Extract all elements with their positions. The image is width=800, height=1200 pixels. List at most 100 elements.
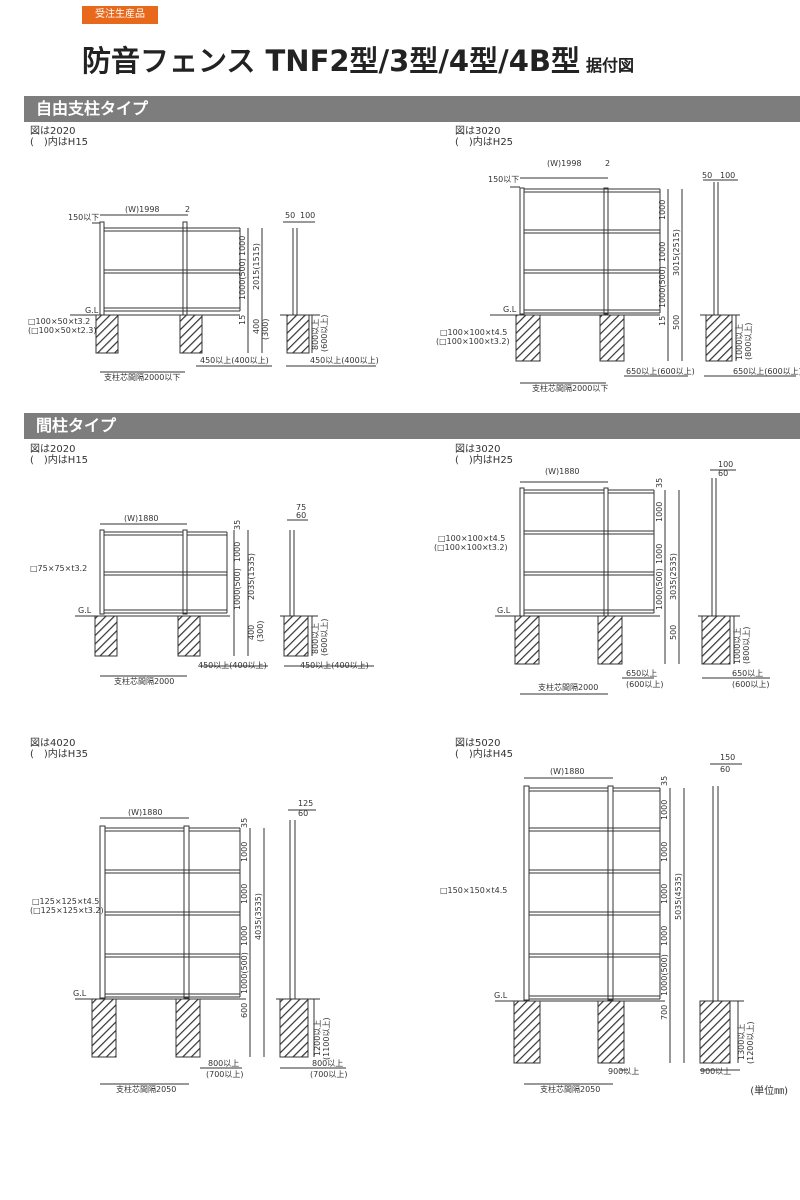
d4-side-top-1: 60: [718, 469, 728, 478]
d4-side-depth-0: 1000以上: [733, 628, 742, 664]
d4-h-4: 1000(500): [655, 568, 664, 610]
d6-h-3: 5035(4535): [674, 873, 683, 920]
d4-footing-a: 650以上: [626, 669, 657, 678]
d5-h-3: 4035(3535): [254, 893, 263, 940]
d1-h-0: 1000: [238, 236, 247, 256]
d1-h-4: 400: [252, 319, 261, 334]
d6-h-2: 1000: [660, 842, 669, 862]
diagram-6-drawing: [495, 763, 744, 1085]
d4-footing-b: 650以上: [732, 669, 763, 678]
d4-h-1: 1000: [655, 502, 664, 522]
d1-width: (W)1998: [125, 205, 160, 214]
d2-side-top-1: 100: [720, 171, 735, 180]
d1-h-3: 15: [238, 315, 247, 325]
diagram-1-drawing: [70, 214, 376, 373]
d2-h-5: 500: [672, 315, 681, 330]
d1-gl: G.L: [85, 306, 99, 315]
d5-h-2: 1000: [240, 884, 249, 904]
d5-side-top-1: 60: [298, 809, 308, 818]
d5-h-6: 600: [240, 1003, 249, 1018]
title-suffix: 据付図: [585, 56, 634, 75]
d4-footing-b2: (600以上): [732, 680, 770, 689]
d4-post-spec-alt: (□100×100×t3.2): [434, 543, 508, 552]
d4-h-5: 500: [669, 625, 678, 640]
d4-width: (W)1880: [545, 467, 580, 476]
d2-side-depth-1: (800以上): [744, 322, 753, 360]
d2-h-4: 15: [658, 316, 667, 326]
d4-side-top-0: 100: [718, 460, 733, 469]
unit-note: (単位㎜): [750, 1086, 788, 1097]
d6-footing-b: 900以上: [700, 1067, 731, 1076]
d4-post-spec: □100×100×t4.5: [438, 534, 505, 543]
d1-h-2: 1000(500): [238, 258, 247, 300]
d6-h-7: 700: [660, 1005, 669, 1020]
d3-gl: G.L: [78, 606, 92, 615]
made-to-order-badge: 受注生産品: [82, 6, 158, 24]
d6-side-depth-0: 1300以上: [737, 1024, 746, 1060]
d2-span: 支柱芯間隔2000以下: [532, 383, 608, 393]
d1-side-depth-1: (600以上): [320, 314, 329, 352]
d5-span: 支柱芯間隔2050: [116, 1084, 176, 1094]
diagram-6-caption: 図は5020( )内はH45: [455, 738, 514, 760]
d2-h-0: 1000: [658, 200, 667, 220]
d1-footing-b: 450以上(400以上): [310, 356, 379, 365]
d5-footing-b: 800以上: [312, 1059, 343, 1068]
d2-side-depth-0: 1000以上: [735, 324, 744, 360]
d6-side-top-1: 60: [720, 765, 730, 774]
d2-h-1: 1000: [658, 242, 667, 262]
d6-side-depth-1: (1200以上): [746, 1021, 755, 1064]
d1-post-spec-alt: (□100×50×t2.3): [28, 326, 97, 335]
diagram-2-caption: 図は3020( )内はH25: [455, 126, 514, 148]
d2-gl: G.L: [503, 305, 517, 314]
d6-width: (W)1880: [550, 767, 585, 776]
d5-post-spec: □125×125×t4.5: [32, 897, 99, 906]
d3-width: (W)1880: [124, 514, 159, 523]
section-header-free-post: 自由支柱タイプ: [24, 96, 800, 122]
diagram-3-drawing: [75, 519, 374, 677]
d3-h-3: 1000(500): [233, 568, 242, 610]
d5-h-5: 1000(500): [240, 952, 249, 994]
diagram-5-caption: 図は4020( )内はH35: [30, 738, 89, 760]
d3-side-top-0: 75: [296, 503, 306, 512]
d4-side-depth-1: (800以上): [742, 626, 751, 664]
d6-h-4: 1000: [660, 884, 669, 904]
d1-h-5: (300): [261, 318, 270, 340]
d6-h-6: 1000(500): [660, 954, 669, 996]
diagram-3-caption: 図は2020( )内はH15: [30, 444, 89, 466]
d5-side-depth-1: (1100以上): [322, 1017, 331, 1060]
d3-h-2: 2035(1535): [247, 553, 256, 600]
d1-side-depth-0: 800以上: [311, 319, 320, 350]
d4-h-3: 3035(2535): [669, 553, 678, 600]
d6-span: 支柱芯間隔2050: [540, 1084, 600, 1094]
diagram-4-drawing: [495, 469, 770, 695]
diagram-1-caption: 図は2020( )内はH15: [30, 126, 89, 148]
d3-h-1: 1000: [233, 542, 242, 562]
d5-h-4: 1000: [240, 926, 249, 946]
d3-side-depth-1: (600以上): [320, 618, 329, 656]
d5-h-0: 35: [240, 818, 249, 828]
d6-h-1: 1000: [660, 800, 669, 820]
d1-side-top-1: 100: [300, 211, 315, 220]
d1-top-offset: 150以下: [68, 213, 99, 222]
d3-footing-a: 450以上(400以上): [198, 661, 267, 670]
title-text: 防音フェンス TNF2型/3型/4型/4B型: [82, 44, 580, 78]
d5-width: (W)1880: [128, 808, 163, 817]
diagram-2-drawing: [490, 177, 796, 384]
d6-h-0: 35: [660, 776, 669, 786]
d1-span: 支柱芯間隔2000以下: [104, 372, 180, 382]
d4-gl: G.L: [497, 606, 511, 615]
d6-side-top-0: 150: [720, 753, 735, 762]
d2-h-3: 1000(500): [658, 266, 667, 308]
d5-h-1: 1000: [240, 842, 249, 862]
d1-post-spec: □100×50×t3.2: [28, 317, 90, 326]
d3-h-5: (300): [256, 620, 265, 642]
d2-post-spec-alt: (□100×100×t3.2): [436, 337, 510, 346]
d5-footing-b2: (700以上): [310, 1070, 348, 1079]
section-header-intermediate-post: 間柱タイプ: [24, 413, 800, 439]
d3-span: 支柱芯間隔2000: [114, 676, 174, 686]
d6-gl: G.L: [494, 991, 508, 1000]
diagram-5-drawing: [75, 809, 346, 1085]
diagram-4-caption: 図は3020( )内はH25: [455, 444, 514, 466]
d2-top-offset: 150以下: [488, 175, 519, 184]
